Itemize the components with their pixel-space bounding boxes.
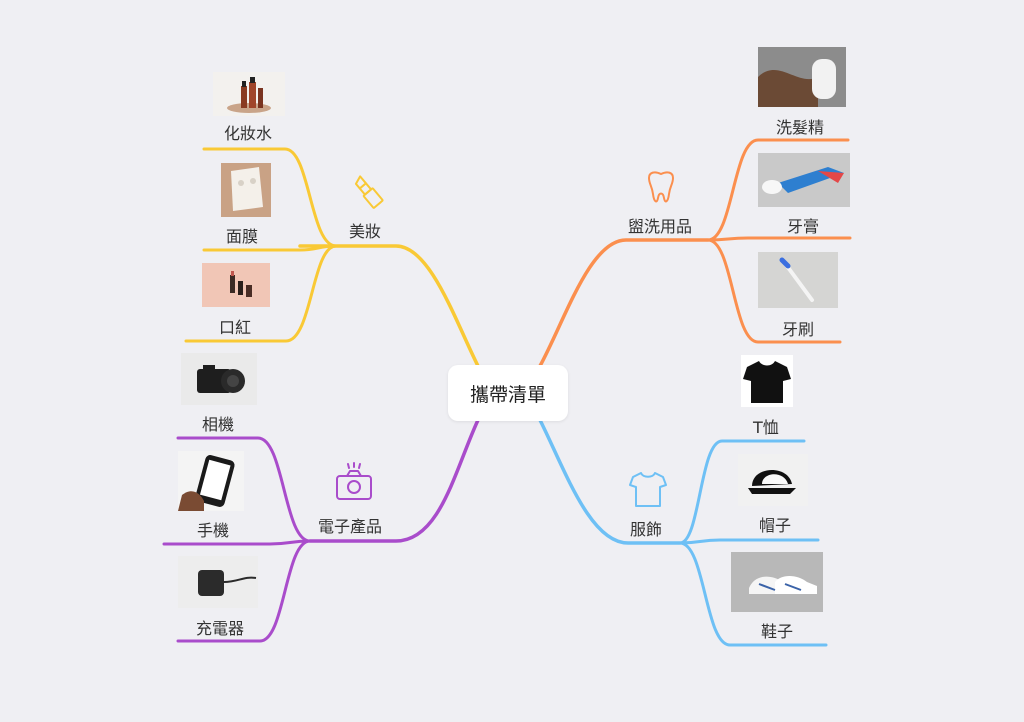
connector-clothing-cap <box>678 538 820 545</box>
connector-beauty-lipstick <box>184 244 338 343</box>
item-label-cap[interactable]: 帽子 <box>759 516 792 535</box>
connector-electronics-camera <box>176 436 312 543</box>
connector-beauty-toner <box>202 147 338 248</box>
shoes-image <box>731 552 823 612</box>
tshirt-image <box>741 355 793 407</box>
item-label-toner[interactable]: 化妝水 <box>224 124 273 143</box>
item-label-tshirt[interactable]: T恤 <box>753 418 779 437</box>
connector-electronics-charger <box>176 539 312 643</box>
connector-clothing <box>538 418 682 545</box>
branch-label-toiletries[interactable]: 盥洗用品 <box>628 217 693 236</box>
central-topic[interactable]: 攜帶清單 <box>448 365 568 421</box>
connector-toiletries-toothpaste <box>706 236 852 242</box>
connector-electronics <box>308 418 480 543</box>
toothpaste-image <box>758 153 850 207</box>
toner-image <box>213 72 285 116</box>
face-mask-image <box>221 163 271 217</box>
camera-image <box>181 353 257 405</box>
cap-image <box>738 454 808 506</box>
connector-clothing-shoes <box>678 541 828 647</box>
item-label-toothpaste[interactable]: 牙膏 <box>787 217 820 236</box>
branch-label-clothing[interactable]: 服飾 <box>630 520 663 539</box>
branch-label-beauty[interactable]: 美妝 <box>349 222 382 241</box>
shampoo-image <box>758 47 846 107</box>
item-label-shoes[interactable]: 鞋子 <box>761 622 794 641</box>
charger-image <box>178 556 258 608</box>
item-label-shampoo[interactable]: 洗髮精 <box>776 118 825 137</box>
connector-toiletries <box>538 238 710 368</box>
connector-clothing-tshirt <box>678 439 806 545</box>
item-label-face-mask[interactable]: 面膜 <box>226 227 259 246</box>
branch-label-electronics[interactable]: 電子產品 <box>318 517 383 536</box>
item-label-lipstick[interactable]: 口紅 <box>219 318 252 337</box>
tooth-icon <box>648 171 674 203</box>
item-label-charger[interactable]: 充電器 <box>196 619 245 638</box>
lipstick-icon <box>354 175 384 209</box>
phone-image <box>178 451 244 511</box>
connector-toiletries-shampoo <box>706 138 850 242</box>
camera-icon <box>336 462 372 500</box>
lipstick-image <box>202 263 270 307</box>
connector-electronics-phone <box>162 539 312 546</box>
item-label-phone[interactable]: 手機 <box>197 521 230 540</box>
item-label-camera[interactable]: 相機 <box>202 415 235 434</box>
toothbrush-image <box>758 252 838 308</box>
tshirt-icon <box>629 472 667 507</box>
connector-toiletries-toothbrush <box>706 238 842 344</box>
item-label-toothbrush[interactable]: 牙刷 <box>782 320 815 339</box>
connector-beauty <box>298 244 480 368</box>
